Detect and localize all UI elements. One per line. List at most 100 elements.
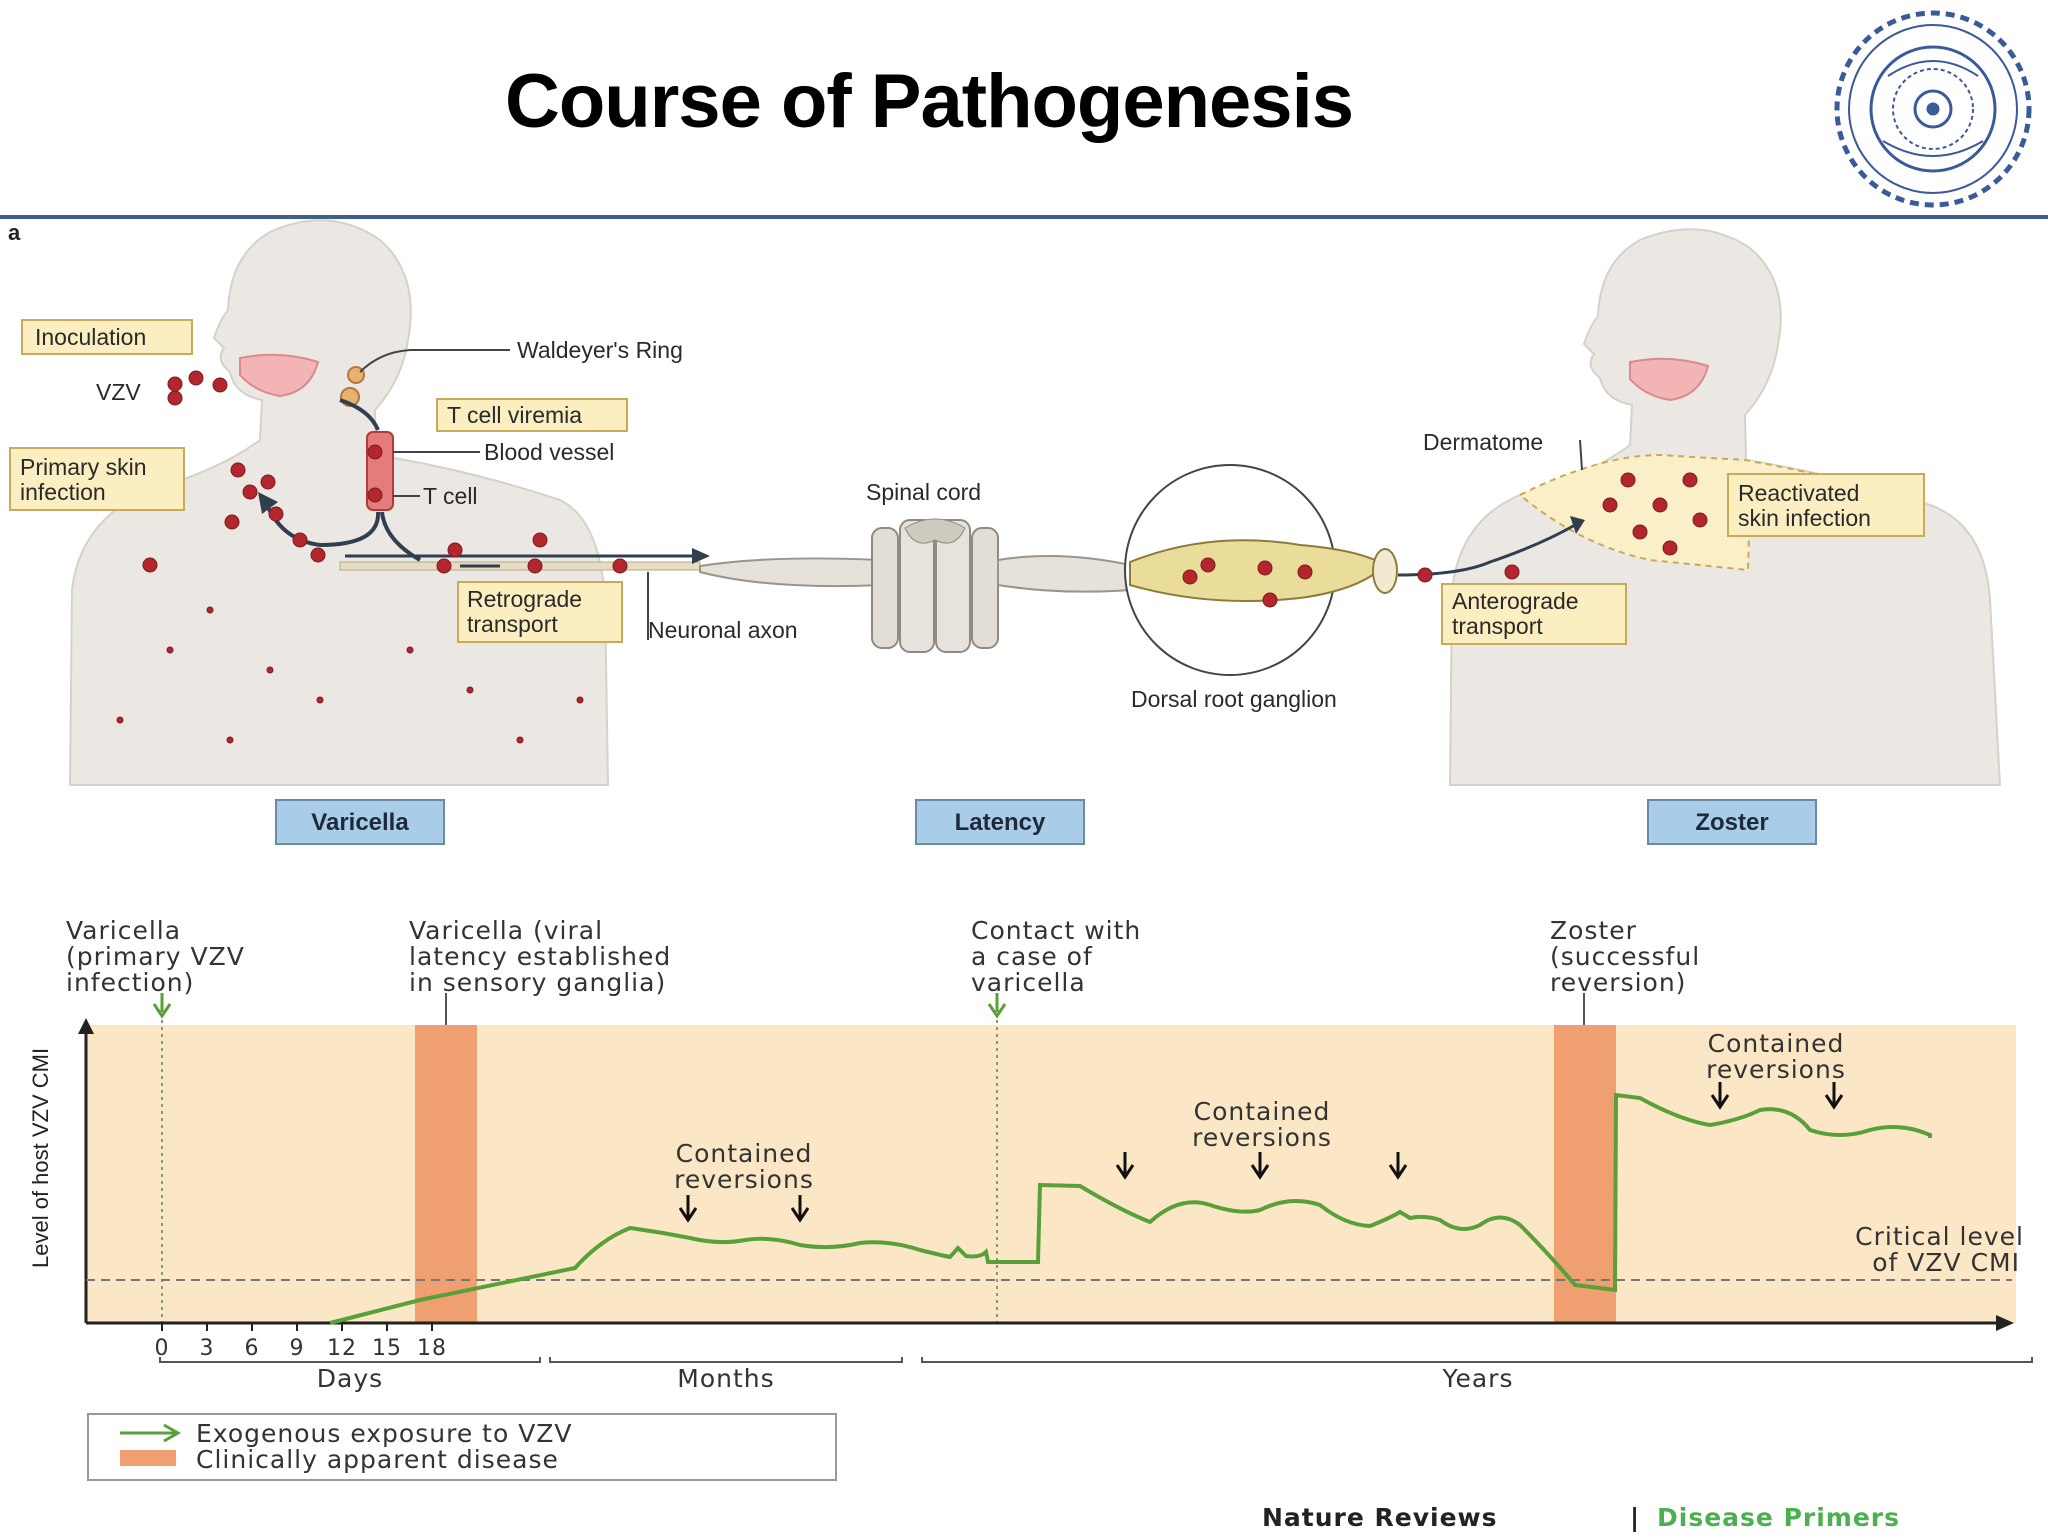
anterograde-arrow-head bbox=[1570, 516, 1585, 534]
inoculation-tag bbox=[21, 319, 193, 355]
virus-particle bbox=[1182, 569, 1198, 585]
reversion-arrows bbox=[678, 1082, 1844, 1223]
waldeyer-leader bbox=[359, 349, 510, 373]
phase-zoster-tag bbox=[1647, 799, 1817, 845]
virus-particle bbox=[188, 370, 204, 386]
primary-skin-label-1: Primary skin bbox=[20, 454, 147, 480]
period-years: Years bbox=[1442, 1364, 1514, 1393]
t-cell-viremia-label: T cell viremia bbox=[447, 402, 582, 428]
neuronal-axon bbox=[339, 561, 701, 571]
varicella-latency-line-3: in sensory ganglia) bbox=[409, 968, 666, 997]
credit-disease-primers: Disease Primers bbox=[1657, 1503, 1900, 1532]
phase-latency-tag bbox=[915, 799, 1085, 845]
contained-2-line-1: Contained bbox=[1194, 1097, 1331, 1126]
dermatome-leader bbox=[1579, 439, 1583, 471]
virus-particle bbox=[316, 696, 324, 704]
virus-particle bbox=[292, 532, 308, 548]
virus-particle bbox=[1652, 497, 1668, 513]
right-mouth bbox=[1629, 357, 1710, 402]
phase-zoster-label: Zoster bbox=[1695, 809, 1768, 836]
day-tick-label: 0 bbox=[155, 1336, 170, 1361]
panel-letter: a bbox=[8, 220, 21, 245]
virus-particle bbox=[1200, 557, 1216, 573]
days-bracket bbox=[159, 1357, 541, 1363]
credit-nature-reviews: Nature Reviews bbox=[1262, 1503, 1498, 1532]
period-months: Months bbox=[677, 1364, 774, 1393]
credit-separator: | bbox=[1630, 1503, 1640, 1532]
virus-particle bbox=[230, 462, 246, 478]
virus-particle bbox=[532, 532, 548, 548]
contained-1-line-1: Contained bbox=[676, 1139, 813, 1168]
retrograde-label-1: Retrograde bbox=[467, 586, 582, 612]
t-cell-label: T cell bbox=[423, 483, 478, 509]
legend-exposure-icon bbox=[120, 1423, 182, 1443]
exposure-arrow-2 bbox=[987, 993, 1007, 1019]
virus-particle bbox=[1257, 560, 1273, 576]
virus-particle bbox=[1632, 524, 1648, 540]
reactivated-label-1: Reactivated bbox=[1738, 480, 1859, 506]
anterograde-label-2: transport bbox=[1452, 613, 1543, 639]
months-bracket bbox=[549, 1357, 903, 1363]
varicella-primary-line-2: (primary VZV bbox=[66, 942, 245, 971]
critical-line-1: Critical level bbox=[1855, 1222, 2024, 1251]
day-tick-label: 6 bbox=[245, 1336, 260, 1361]
inoculation-label: Inoculation bbox=[35, 324, 146, 350]
virus-particle bbox=[1602, 497, 1618, 513]
virus-particle bbox=[268, 506, 284, 522]
primary-skin-label-2: infection bbox=[20, 479, 106, 505]
skin-arrow bbox=[263, 499, 381, 548]
reactivated-label-2: skin infection bbox=[1738, 505, 1871, 531]
virus-particle bbox=[516, 736, 524, 744]
inoculation-arrow bbox=[339, 398, 380, 431]
retrograde-arrow-head bbox=[692, 548, 710, 564]
years-bracket bbox=[921, 1357, 2033, 1363]
virus-particle bbox=[167, 390, 183, 406]
virus-particle bbox=[142, 557, 158, 573]
phase-varicella-label: Varicella bbox=[311, 809, 409, 836]
day-tick-label: 9 bbox=[290, 1336, 305, 1361]
virus-particle bbox=[310, 547, 326, 563]
vzv-label: VZV bbox=[96, 379, 141, 405]
phase-varicella-tag bbox=[275, 799, 445, 845]
contained-3-line-1: Contained bbox=[1708, 1029, 1845, 1058]
blood-vessel-label: Blood vessel bbox=[484, 439, 614, 465]
period-days: Days bbox=[317, 1364, 383, 1393]
varicella-primary-line-3: infection) bbox=[66, 968, 194, 997]
virus-particle bbox=[1662, 540, 1678, 556]
zoster-line-2: (successful bbox=[1550, 942, 1700, 971]
virus-particle bbox=[576, 696, 584, 704]
varicella-latency-line-2: latency established bbox=[409, 942, 671, 971]
retrograde-tag bbox=[457, 581, 623, 643]
waldeyer-label: Waldeyer's Ring bbox=[517, 337, 683, 363]
primary-skin-tag bbox=[9, 447, 185, 511]
drg-label: Dorsal root ganglion bbox=[1131, 686, 1337, 712]
left-body-silhouette bbox=[68, 219, 610, 786]
varicella-disease-band bbox=[415, 1025, 477, 1323]
virus-particle bbox=[527, 558, 543, 574]
virus-particle bbox=[260, 474, 276, 490]
anterograde-tag bbox=[1441, 583, 1627, 645]
skin-arrow-head bbox=[258, 492, 278, 514]
virus-particle bbox=[367, 444, 383, 460]
virus-particle bbox=[242, 484, 258, 500]
critical-line-2: of VZV CMI bbox=[1872, 1248, 2020, 1277]
institute-seal-icon bbox=[1828, 6, 2038, 212]
contact-line-1: Contact with bbox=[971, 916, 1141, 945]
contained-1-line-2: reversions bbox=[674, 1165, 814, 1194]
virus-particle bbox=[1620, 472, 1636, 488]
virus-particle bbox=[436, 558, 452, 574]
virus-particle bbox=[212, 377, 228, 393]
timeline-background bbox=[86, 1025, 2016, 1323]
title-divider bbox=[0, 215, 2048, 219]
contained-2-line-2: reversions bbox=[1192, 1123, 1332, 1152]
virus-particle bbox=[1297, 564, 1313, 580]
day-tick-label: 12 bbox=[327, 1336, 357, 1361]
contact-line-3: varicella bbox=[971, 968, 1086, 997]
virus-particle bbox=[224, 514, 240, 530]
y-axis-label: Level of host VZV CMI bbox=[28, 1048, 53, 1268]
anterograde-label-1: Anterograde bbox=[1452, 588, 1579, 614]
virus-particle bbox=[1692, 512, 1708, 528]
zoster-line-3: reversion) bbox=[1550, 968, 1686, 997]
y-axis-head bbox=[78, 1018, 94, 1034]
phase-latency-label: Latency bbox=[955, 809, 1046, 836]
